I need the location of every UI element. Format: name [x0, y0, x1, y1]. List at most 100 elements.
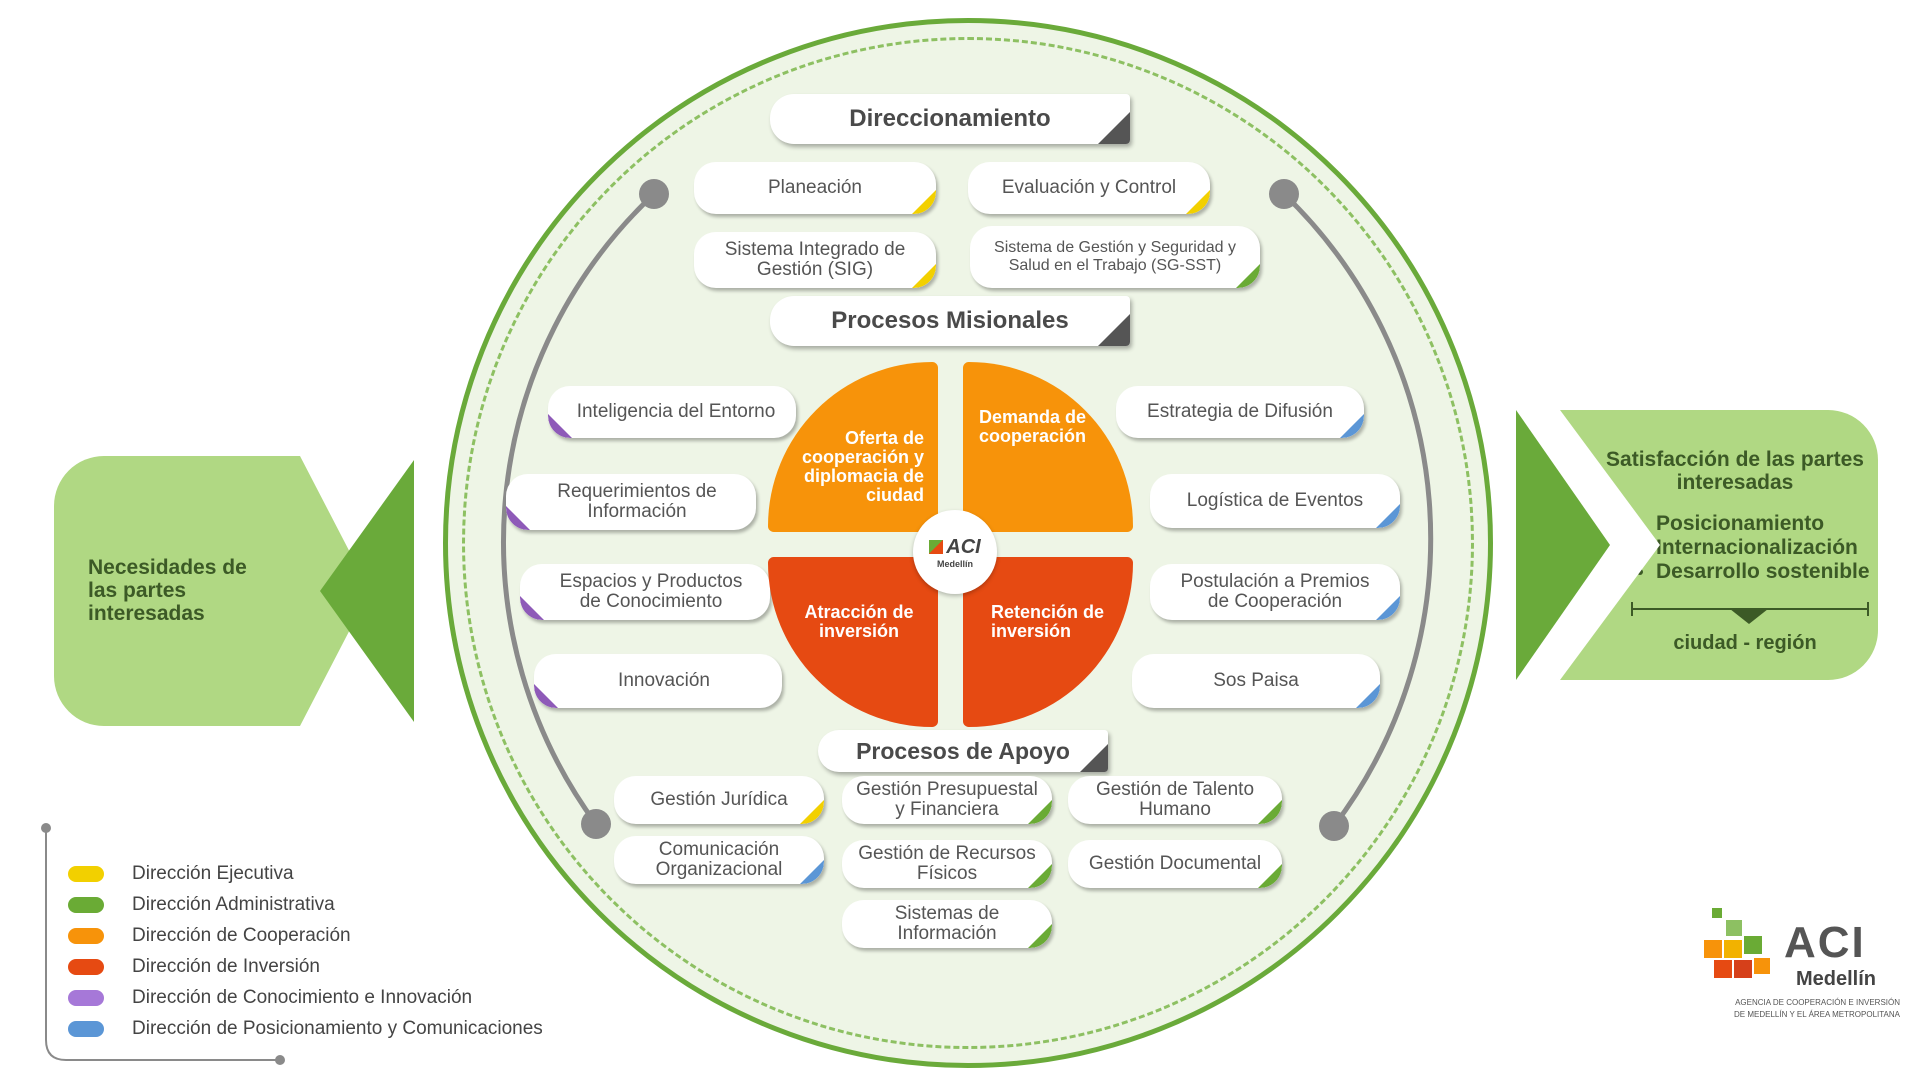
legend-swatch [68, 928, 104, 944]
arc-dot-tr [1269, 179, 1299, 209]
right-panel-list: Posicionamiento Internacionalización Des… [1628, 512, 1870, 584]
legend-item: Dirección Administrativa [68, 893, 335, 917]
process-gestion-presupuestal[interactable]: Gestión Presupuestal y Financiera [842, 776, 1052, 824]
process-logistica-eventos[interactable]: Logística de Eventos [1150, 474, 1400, 528]
process-label: Gestión de Talento Humano [1095, 779, 1255, 820]
process-inteligencia-entorno[interactable]: Inteligencia del Entorno [548, 386, 796, 438]
arc-dot-tl [639, 179, 669, 209]
header-corner [1098, 314, 1130, 346]
left-arrow-shape [320, 460, 414, 722]
process-sg-sst[interactable]: Sistema de Gestión y Seguridad y Salud e… [970, 226, 1260, 288]
right-panel-title: Satisfacción de las partes interesadas [1606, 448, 1864, 494]
right-bullet: Desarrollo sostenible [1656, 560, 1870, 584]
process-label: Gestión Presupuestal y Financiera [856, 779, 1038, 820]
legend-item: Dirección de Conocimiento e Innovación [68, 986, 472, 1010]
process-sos-paisa[interactable]: Sos Paisa [1132, 654, 1380, 708]
arc-dot-br [1319, 811, 1349, 841]
logo-squares-icon [929, 540, 944, 554]
right-bracket-pointer [1730, 609, 1768, 624]
process-label: Gestión Jurídica [650, 789, 788, 810]
header-corner [1098, 112, 1130, 144]
right-arrow-shape [1516, 410, 1610, 680]
process-label: Sistema Integrado de Gestión (SIG) [724, 239, 906, 280]
quadrant-label: Oferta de cooperación y diplomacia de ci… [801, 428, 924, 505]
process-label: Sistemas de Información [894, 903, 1000, 944]
center-logo-main: ACI [946, 535, 981, 558]
quadrant-label: Retención de inversión [991, 602, 1105, 641]
right-panel-footer: ciudad - región [1673, 632, 1817, 654]
process-label: Espacios y Productos de Conocimiento [559, 571, 743, 612]
legend-swatch [68, 866, 104, 882]
quadrant-label: Atracción de inversión [804, 602, 914, 641]
legend-label: Dirección de Cooperación [132, 925, 351, 946]
legend-dot-bottom [275, 1055, 285, 1065]
process-gestion-juridica[interactable]: Gestión Jurídica [614, 776, 824, 824]
legend-label: Dirección Administrativa [132, 894, 335, 915]
apoyo-header: Procesos de Apoyo [818, 730, 1108, 772]
process-label: Sistema de Gestión y Seguridad y Salud e… [994, 239, 1236, 274]
brand-main: ACI [1784, 918, 1866, 967]
legend-label: Dirección de Posicionamiento y Comunicac… [132, 1018, 543, 1039]
process-label: Gestión Documental [1088, 853, 1262, 874]
process-label: Gestión de Recursos Físicos [858, 843, 1036, 884]
brand-tagline-2: DE MEDELLÍN Y EL ÁREA METROPOLITANA [1734, 1010, 1900, 1019]
legend-dot-top [41, 823, 51, 833]
legend-item: Dirección de Cooperación [68, 924, 351, 948]
process-innovacion[interactable]: Innovación [534, 654, 782, 708]
legend-item: Dirección de Posicionamiento y Comunicac… [68, 1017, 543, 1041]
process-evaluacion-control[interactable]: Evaluación y Control [968, 162, 1210, 214]
process-sistemas-informacion[interactable]: Sistemas de Información [842, 900, 1052, 948]
legend-swatch [68, 990, 104, 1006]
process-requerimientos-info[interactable]: Requerimientos de Información [506, 474, 756, 530]
quadrant-label: Demanda de cooperación [979, 407, 1087, 446]
right-bullet: Posicionamiento [1656, 512, 1870, 536]
process-comunicacion-organizacional[interactable]: Comunicación Organizacional [614, 836, 824, 884]
left-cycle-arc [501, 192, 656, 826]
legend-label: Dirección de Inversión [132, 956, 320, 977]
process-label: Inteligencia del Entorno [576, 401, 776, 422]
legend-swatch [68, 897, 104, 913]
center-aci-logo: ACI Medellín [913, 510, 997, 594]
brand-tagline-1: AGENCIA DE COOPERACIÓN E INVERSIÓN [1735, 998, 1900, 1007]
process-label: Innovación [618, 670, 710, 691]
process-estrategia-difusion[interactable]: Estrategia de Difusión [1116, 386, 1364, 438]
process-espacios-productos[interactable]: Espacios y Productos de Conocimiento [520, 564, 770, 620]
process-planeacion[interactable]: Planeación [694, 162, 936, 214]
misionales-label: Procesos Misionales [831, 307, 1069, 334]
legend-swatch [68, 959, 104, 975]
process-label: Evaluación y Control [1001, 177, 1177, 198]
header-corner [1080, 744, 1108, 772]
process-map-dashed-ring [462, 37, 1474, 1049]
legend-swatch [68, 1021, 104, 1037]
aci-medellin-logo: ACI Medellín AGENCIA DE COOPERACIÓN E IN… [1700, 900, 1900, 1030]
process-postulacion-premios[interactable]: Postulación a Premios de Cooperación [1150, 564, 1400, 620]
logo-squares-icon [1704, 908, 1770, 978]
misionales-header: Procesos Misionales [770, 296, 1130, 346]
process-recursos-fisicos[interactable]: Gestión de Recursos Físicos [842, 840, 1052, 888]
legend-label: Dirección Ejecutiva [132, 863, 294, 884]
apoyo-label: Procesos de Apoyo [856, 737, 1070, 764]
process-label: Planeación [767, 177, 863, 198]
brand-sub: Medellín [1796, 968, 1877, 990]
process-label: Postulación a Premios de Cooperación [1180, 571, 1370, 612]
process-label: Estrategia de Difusión [1147, 401, 1333, 422]
process-gestion-documental[interactable]: Gestión Documental [1068, 840, 1282, 888]
right-bullet: Internacionalización [1656, 536, 1870, 560]
legend-item: Dirección de Inversión [68, 955, 320, 979]
arc-dot-bl [581, 809, 611, 839]
right-cycle-arc [1282, 192, 1434, 828]
process-label: Comunicación Organizacional [655, 839, 783, 880]
process-gestion-talento[interactable]: Gestión de Talento Humano [1068, 776, 1282, 824]
left-panel-text: Necesidades de las partes interesadas [88, 556, 247, 625]
process-sig[interactable]: Sistema Integrado de Gestión (SIG) [694, 232, 936, 288]
direccionamiento-label: Direccionamiento [849, 105, 1051, 132]
direccionamiento-header: Direccionamiento [770, 94, 1130, 144]
legend-bracket [45, 828, 280, 1061]
center-logo-sub: Medellín [936, 558, 973, 569]
process-label: Requerimientos de Información [557, 481, 717, 522]
process-label: Logística de Eventos [1186, 490, 1364, 511]
legend-label: Dirección de Conocimiento e Innovación [132, 987, 473, 1008]
process-label: Sos Paisa [1213, 670, 1299, 691]
